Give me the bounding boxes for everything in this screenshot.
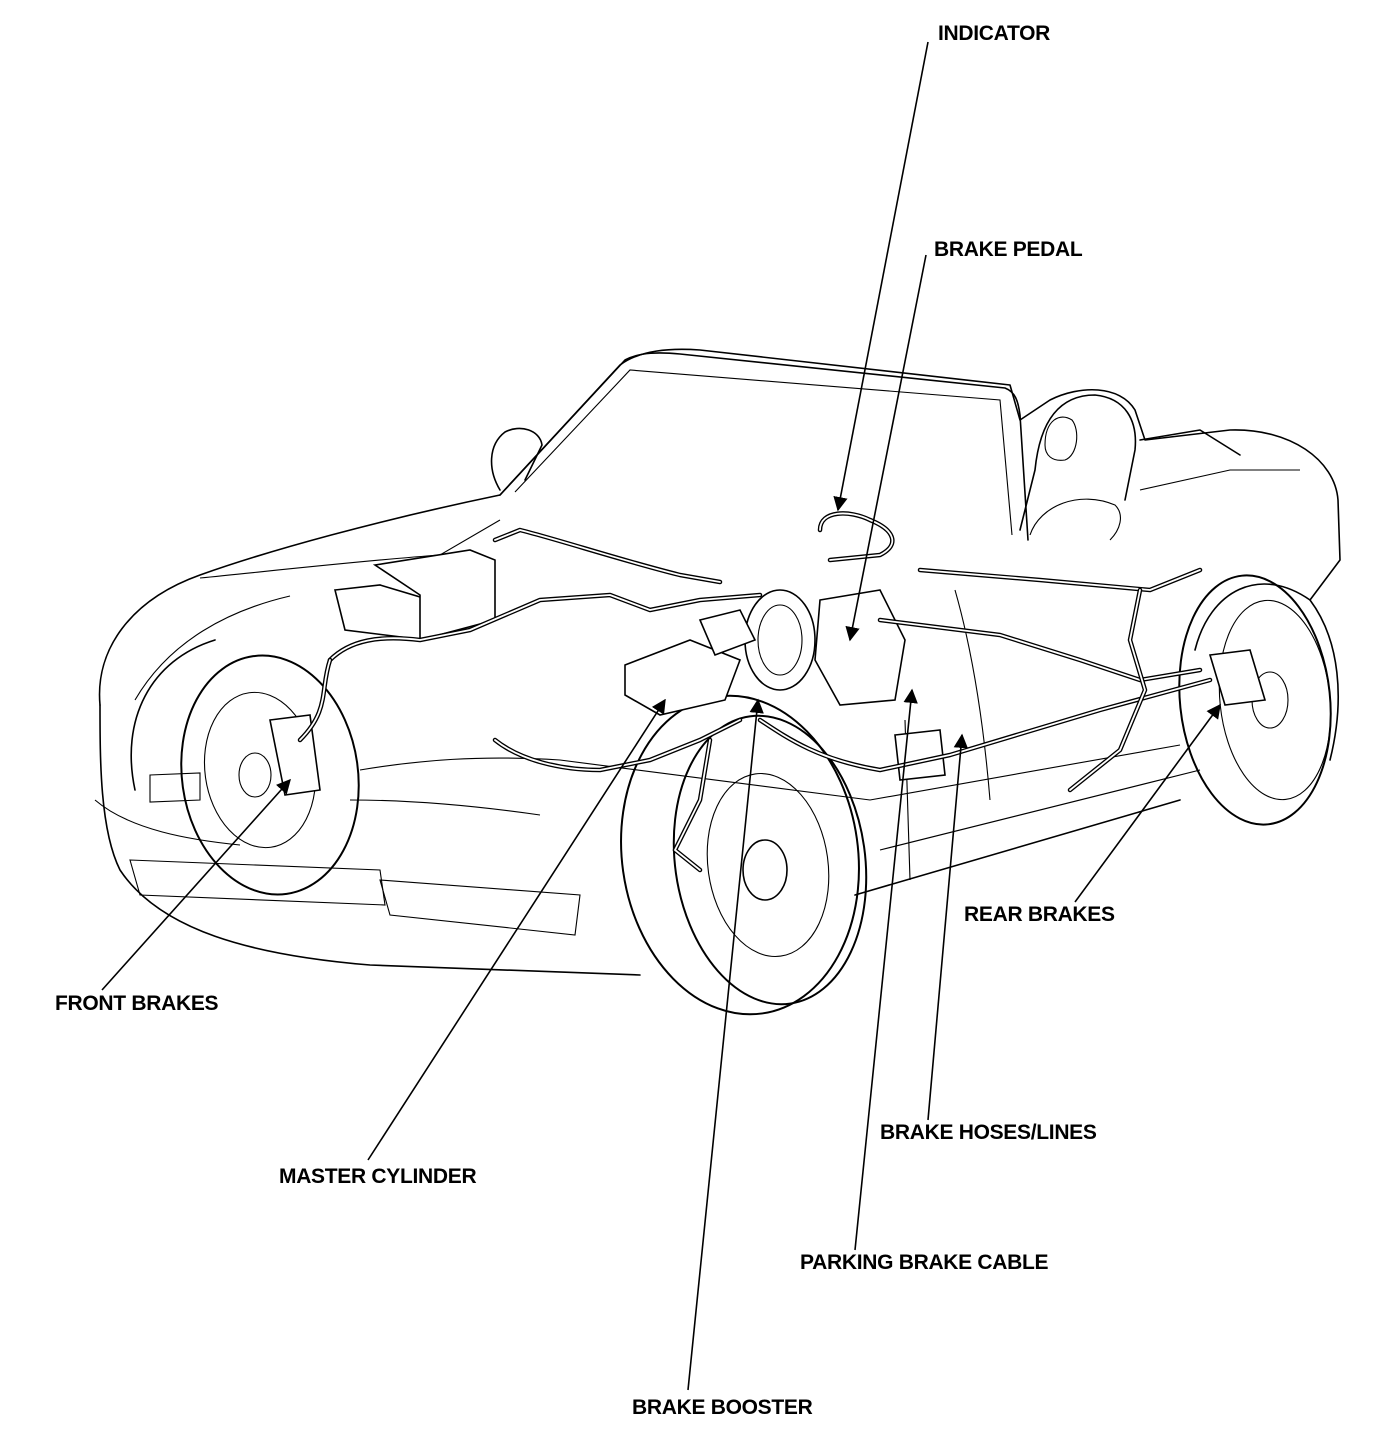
front-left-wheel (180, 654, 360, 896)
leader-parking-brake-cable (854, 688, 918, 1251)
leader-brake-hoses-lines (927, 733, 969, 1121)
rear-caliper (1208, 649, 1267, 706)
master-cylinder-unit (624, 609, 757, 716)
label-brake-hoses-lines: BRAKE HOSES/LINES (880, 1121, 1097, 1144)
label-rear-brakes: REAR BRAKES (964, 903, 1115, 926)
leader-brake-booster (687, 698, 764, 1391)
label-brake-pedal: BRAKE PEDAL (934, 238, 1083, 261)
abs-modulator (894, 729, 946, 781)
leader-indicator (833, 41, 929, 512)
pedal-assembly (814, 589, 906, 706)
label-parking-brake-cable: PARKING BRAKE CABLE (800, 1251, 1049, 1274)
label-brake-booster: BRAKE BOOSTER (632, 1396, 813, 1419)
brake-lines (297, 511, 1213, 873)
leader-rear-brakes (1074, 703, 1221, 903)
label-front-brakes: FRONT BRAKES (55, 992, 219, 1015)
leader-lines (101, 41, 1221, 1391)
label-indicator: INDICATOR (938, 22, 1051, 45)
leader-brake-pedal (845, 254, 927, 642)
car-body-outline (94, 348, 1341, 976)
label-master-cylinder: MASTER CYLINDER (279, 1165, 477, 1188)
leader-master-cylinder (367, 698, 666, 1161)
fluid-reservoirs (334, 549, 496, 642)
leader-front-brakes (101, 778, 291, 991)
